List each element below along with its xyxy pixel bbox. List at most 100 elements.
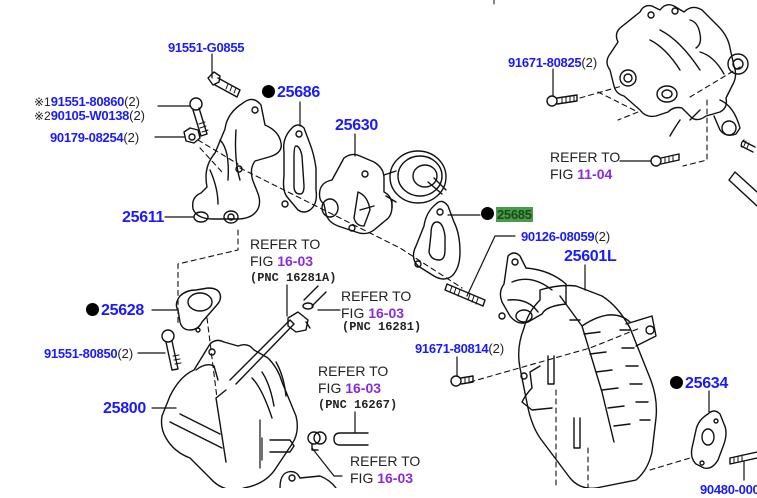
new-part-dot-icon xyxy=(481,207,494,220)
callout-91551-80860[interactable]: ※191551-80860(2) xyxy=(34,94,140,110)
callout-91551-G0855[interactable]: 91551-G0855 xyxy=(168,40,245,56)
figure-link[interactable]: 16-03 xyxy=(277,253,314,269)
stud-90126-08059 xyxy=(444,283,486,307)
part-number-link[interactable]: 90105-W0138 xyxy=(50,108,130,123)
stud-bottom-right xyxy=(729,451,757,465)
part-number-link[interactable]: 91551-80850 xyxy=(44,346,118,361)
part-number-link[interactable]: 90179-08254 xyxy=(50,130,124,145)
callout-25686[interactable]: 25686 xyxy=(262,85,320,101)
part-number-link[interactable]: 25800 xyxy=(103,400,146,417)
engine-bracket-part xyxy=(606,3,749,137)
callout-25685[interactable]: 25685 xyxy=(481,207,533,223)
refer-to-fig-16-03-bottom[interactable]: REFER TO FIG 16-03 xyxy=(350,453,420,487)
bolt-hole xyxy=(288,474,296,482)
gasket-25634 xyxy=(690,410,727,470)
part-number-link[interactable]: 25628 xyxy=(101,302,144,319)
part-number-link[interactable]: 91551-G0855 xyxy=(168,40,245,55)
bolt-91671-80814 xyxy=(450,375,474,387)
pnc-code: (PNC 16267) xyxy=(318,398,398,412)
callout-partial-bottom-right[interactable]: 90480-000 xyxy=(700,482,757,498)
gasket-25685 xyxy=(412,200,461,280)
part-number-link-highlighted[interactable]: 25685 xyxy=(496,207,533,222)
quantity: (2) xyxy=(129,108,145,123)
gasket-25628 xyxy=(175,287,222,333)
hose-16267 xyxy=(333,432,369,446)
bottom-partial-part xyxy=(279,470,337,488)
refer-to-fig-16-03-pnc-16267[interactable]: REFER TO FIG 16-03 (PNC 16267) xyxy=(318,363,397,414)
callout-25634[interactable]: 25634 xyxy=(670,376,728,392)
quantity: (2) xyxy=(488,341,505,356)
part-number-link[interactable]: 91671-80825 xyxy=(508,55,582,70)
callout-25628[interactable]: 25628 xyxy=(86,303,144,319)
refer-label: REFER TO xyxy=(350,453,421,469)
stud-rod-right xyxy=(728,171,757,207)
bolt-refer-11-04 xyxy=(650,153,680,167)
dashed-line-bracket xyxy=(579,66,741,167)
quantity: (2) xyxy=(124,94,140,109)
bolt-91551-G0855 xyxy=(207,71,241,98)
callout-91671-80825[interactable]: 91671-80825(2) xyxy=(508,55,597,71)
quantity: (2) xyxy=(123,130,140,145)
bolt-91671-80825 xyxy=(546,94,578,107)
bolt-91551-80860 xyxy=(189,97,209,137)
callout-91551-80850[interactable]: 91551-80850(2) xyxy=(44,346,133,362)
footnote-mark: ※2 xyxy=(34,109,51,123)
refer-label: REFER TO xyxy=(250,236,321,252)
leader-lines xyxy=(137,53,745,481)
callout-25630[interactable]: 25630 xyxy=(335,118,378,134)
quantity: (2) xyxy=(594,229,611,244)
bolt-right-edge xyxy=(740,139,756,153)
pnc-code: (PNC 16281A) xyxy=(250,271,337,285)
part-number-link[interactable]: 25611 xyxy=(122,209,165,226)
fig-prefix: FIG xyxy=(250,253,278,269)
nut-90179-08254 xyxy=(183,127,201,144)
refer-to-fig-16-03-pnc-16281a[interactable]: REFER TO FIG 16-03 (PNC 16281A) xyxy=(250,236,336,287)
new-part-dot-icon xyxy=(262,85,275,98)
hose-clamp-bottom xyxy=(307,431,327,451)
fig-prefix: FIG xyxy=(550,166,578,182)
callout-90105-W0138[interactable]: ※290105-W0138(2) xyxy=(34,108,145,124)
part-number-link[interactable]: 25686 xyxy=(277,84,320,101)
refer-to-fig-16-03-pnc-16281[interactable]: REFER TO FIG 16-03 xyxy=(341,288,411,322)
part-25601L-egr-cooler xyxy=(498,252,658,488)
figure-link[interactable]: 16-03 xyxy=(368,305,405,321)
part-number-link[interactable]: 91671-80814 xyxy=(415,341,489,356)
refer-label: REFER TO xyxy=(318,363,389,379)
figure-link[interactable]: 16-03 xyxy=(345,380,382,396)
refer-label: REFER TO xyxy=(550,149,621,165)
hose-clamp-16281a xyxy=(287,311,311,333)
part-number-link[interactable]: 91551-80860 xyxy=(50,94,125,109)
figure-link[interactable]: 16-03 xyxy=(377,470,414,486)
part-25630-egr-valve xyxy=(318,150,447,235)
part-number-link[interactable]: 25630 xyxy=(335,117,378,134)
parts-diagram-drawing xyxy=(137,0,757,488)
callout-90179-08254[interactable]: 90179-08254(2) xyxy=(50,130,139,146)
gasket-25686 xyxy=(281,124,318,213)
new-part-dot-icon xyxy=(670,376,683,389)
fig-prefix: FIG xyxy=(350,470,378,486)
callout-25601L[interactable]: 25601L xyxy=(564,248,617,265)
part-number-link[interactable]: 25601L xyxy=(564,248,617,265)
part-number-link[interactable]: 90480-000 xyxy=(700,482,757,497)
dashed-line-alignment xyxy=(177,139,463,399)
fig-prefix: FIG xyxy=(318,380,346,396)
callout-90126-08059[interactable]: 90126-08059(2) xyxy=(521,229,610,245)
callout-25611[interactable]: 25611 xyxy=(122,210,164,226)
new-part-dot-icon xyxy=(86,303,99,316)
figure-link[interactable]: 11-04 xyxy=(577,166,613,182)
part-number-link[interactable]: 90126-08059 xyxy=(521,229,595,244)
quantity: (2) xyxy=(581,55,598,70)
part-25800-actuator xyxy=(160,319,299,488)
callout-91671-80814[interactable]: 91671-80814(2) xyxy=(415,341,504,357)
hose-16281 xyxy=(302,285,327,310)
part-25611-bracket xyxy=(191,98,282,224)
fig-prefix: FIG xyxy=(341,305,369,321)
dashed-line-cooler xyxy=(469,327,641,488)
dashed-line-25634 xyxy=(649,457,691,471)
quantity: (2) xyxy=(117,346,134,361)
refer-to-fig-11-04[interactable]: REFER TO FIG 11-04 xyxy=(550,149,620,183)
footnote-mark: ※1 xyxy=(34,95,51,109)
part-number-link[interactable]: 25634 xyxy=(685,375,728,392)
callout-25800[interactable]: 25800 xyxy=(103,401,146,417)
bolt-91551-80850 xyxy=(161,329,182,371)
